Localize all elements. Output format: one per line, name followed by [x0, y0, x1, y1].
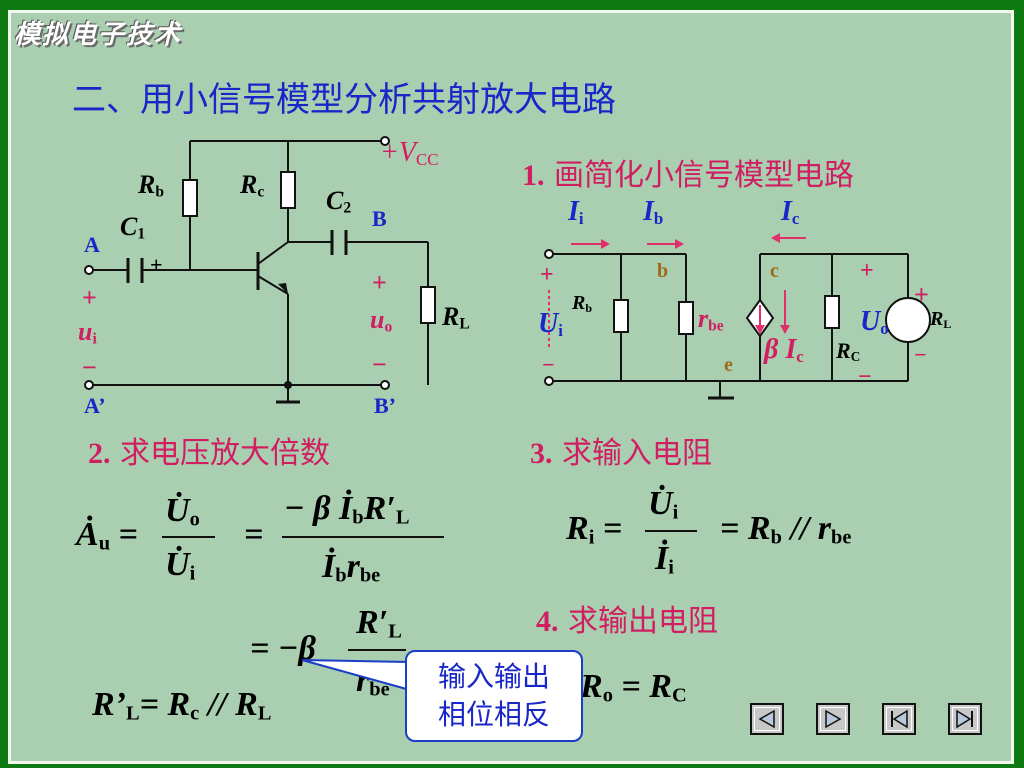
rl2-minus: − — [914, 342, 927, 367]
rl-prime-numerator: R′L — [356, 604, 402, 643]
step4-heading: 4. 求输出电阻 — [536, 604, 719, 639]
c2-label: C2 — [326, 186, 352, 217]
last-icon — [956, 709, 973, 729]
uo2-label: Uo — [860, 306, 889, 338]
c1-label: C1 — [120, 212, 146, 243]
ri-denominator: İi — [655, 540, 674, 579]
ib-label: Ib — [643, 196, 664, 228]
uo-numerator: U̇o — [165, 492, 200, 531]
prev-icon — [758, 709, 775, 729]
ui2-label: Ui — [538, 308, 563, 340]
first-icon — [891, 709, 908, 729]
ri-numerator: U̇i — [648, 485, 679, 524]
ri-formula-rhs: = Rb // rbe — [720, 510, 852, 549]
first-button[interactable] — [882, 703, 916, 735]
prev-button[interactable] — [750, 703, 784, 735]
rl2-plus: + — [914, 280, 929, 309]
rl2-label: RL — [930, 308, 952, 331]
next-button[interactable] — [816, 703, 850, 735]
ui-plus: + — [82, 283, 97, 312]
rc-label: Rc — [240, 170, 265, 201]
uo2-minus: − — [858, 364, 872, 390]
rbe-label: rbe — [698, 304, 724, 335]
ro-formula: Ro = RC — [580, 668, 687, 707]
ri-formula-lhs: Ri = — [566, 510, 623, 549]
uo-plus: + — [372, 268, 387, 297]
av-numerator: − β İbR′L — [284, 490, 410, 529]
next-icon — [825, 709, 842, 729]
node-b: B — [372, 206, 387, 231]
rc2-label: RC — [836, 338, 861, 365]
ic-label: Ic — [781, 196, 800, 228]
node-e-small: e — [724, 354, 733, 376]
course-title: 模拟电子技术 — [14, 20, 183, 49]
node-a: A — [84, 232, 100, 257]
av-denominator: İbrbe — [322, 548, 381, 587]
rb-label: Rb — [138, 170, 165, 201]
slide-canvas — [8, 10, 1014, 764]
ui-label: ui — [78, 317, 97, 348]
node-b-small: b — [657, 260, 669, 282]
phase-inversion-callout: 输入输出 相位相反 — [405, 650, 583, 742]
uo-label: uo — [370, 305, 393, 336]
rl-label: RL — [442, 302, 470, 333]
node-a-prime: A’ — [84, 393, 106, 418]
step1-heading: 1. 画简化小信号模型电路 — [522, 158, 855, 193]
beta-ic-label: β Ic — [764, 334, 804, 366]
ii-label: Ii — [568, 196, 584, 228]
step2-heading: 2. 求电压放大倍数 — [88, 436, 331, 471]
node-b-prime: B’ — [374, 393, 396, 418]
section-title: 二、用小信号模型分析共射放大电路 — [72, 80, 616, 120]
last-button[interactable] — [948, 703, 982, 735]
equals-1: = — [244, 516, 264, 553]
uo-minus: − — [372, 350, 387, 379]
vcc-label: +VCC — [380, 137, 439, 169]
callout-line2: 相位相反 — [437, 698, 550, 731]
c1-plus: + — [150, 252, 163, 277]
uo2-plus: + — [860, 258, 874, 284]
ui-denominator: U̇i — [165, 546, 196, 585]
callout-line1: 输入输出 — [437, 660, 550, 693]
rb2-label: Rb — [572, 292, 593, 315]
av-formula-lhs: Ȧu = — [76, 516, 138, 555]
ui-minus: − — [82, 353, 97, 382]
node-c-small: c — [770, 260, 779, 282]
ui2-minus: − — [542, 352, 555, 377]
step3-heading: 3. 求输入电阻 — [530, 436, 713, 471]
ui2-plus: + — [540, 262, 554, 288]
rl-prime-formula: R’L= Rc // RL — [92, 686, 272, 725]
